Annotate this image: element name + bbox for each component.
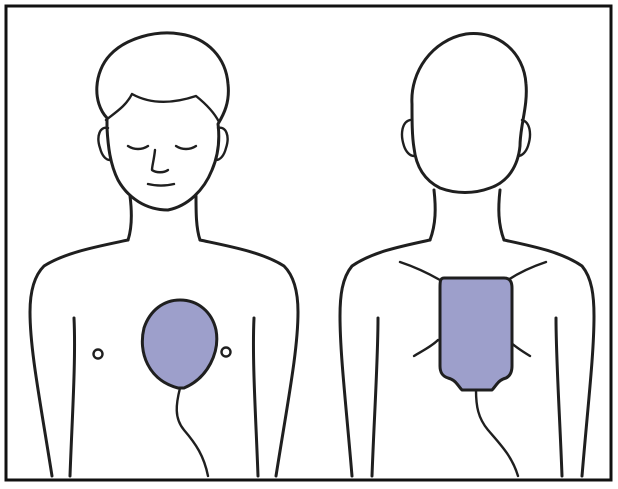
back-pad <box>440 278 512 390</box>
